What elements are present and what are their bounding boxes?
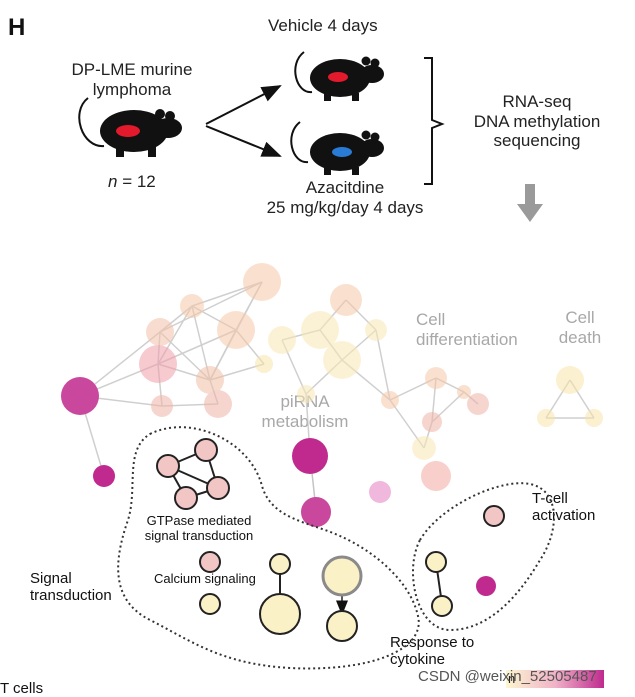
label-cell-death: Cell death: [558, 308, 602, 347]
assay-list: RNA-seq DNA methylation sequencing: [473, 92, 601, 151]
vehicle-label: Vehicle 4 days: [268, 16, 378, 35]
label-gtpase: GTPase mediated signal transduction: [144, 513, 254, 543]
panel-letter: H: [8, 14, 26, 41]
arrow-to-vehicle: [205, 85, 282, 125]
sample-size-label: n = 12: [108, 172, 156, 192]
label-response-cytokine: Response to cytokine: [390, 634, 475, 669]
arrow-to-azacitidine: [205, 125, 282, 157]
node-tcell-2: [425, 551, 447, 573]
node-pirna-2: [301, 497, 331, 527]
source-model-label: DP-LME murine lymphoma: [42, 60, 222, 99]
node-signal-2: [269, 553, 291, 575]
node-tcell-4: [476, 576, 496, 596]
label-signal-transduction: Signal transduction: [30, 570, 112, 605]
node-pirna-1: [292, 438, 328, 474]
bottom-left-text: T cells: [0, 680, 44, 697]
faded-nodes: [139, 263, 603, 503]
node-tcell-3: [431, 595, 453, 617]
sample-size-symbol: n: [108, 172, 118, 191]
azacitidine-mouse-icon: [290, 121, 384, 175]
tumor-red: [116, 125, 140, 137]
node-cytokine-2: [326, 610, 358, 642]
node-signal-1: [199, 593, 221, 615]
colorbar: [506, 670, 604, 688]
colorbar-label: n: [508, 671, 516, 686]
watermark: CSDN @weixin_52505487: [418, 668, 597, 685]
node-cytokine-1: [321, 555, 363, 597]
node-tcell-1: [483, 505, 505, 527]
source-model-title: DP-LME murine lymphoma: [71, 60, 193, 99]
node-calcium: [199, 551, 221, 573]
azacitidine-label: Azacitdine 25 mg/kg/day 4 days: [266, 178, 424, 217]
node-magenta-small: [93, 465, 115, 487]
bracket: [424, 57, 445, 185]
gtpase-cluster: [156, 438, 230, 510]
label-cell-differentiation: Cell differentiation: [416, 310, 518, 349]
down-arrow-icon: [517, 184, 543, 222]
sample-size-value: = 12: [117, 172, 156, 191]
vehicle-mouse-icon: [294, 51, 384, 101]
label-calcium-signaling: Calcium signaling: [154, 571, 256, 586]
node-signal-3: [259, 593, 301, 635]
label-tcell-activation: T-cell activation: [532, 490, 596, 525]
node-magenta-large: [61, 377, 99, 415]
source-mouse-icon: [78, 97, 182, 157]
